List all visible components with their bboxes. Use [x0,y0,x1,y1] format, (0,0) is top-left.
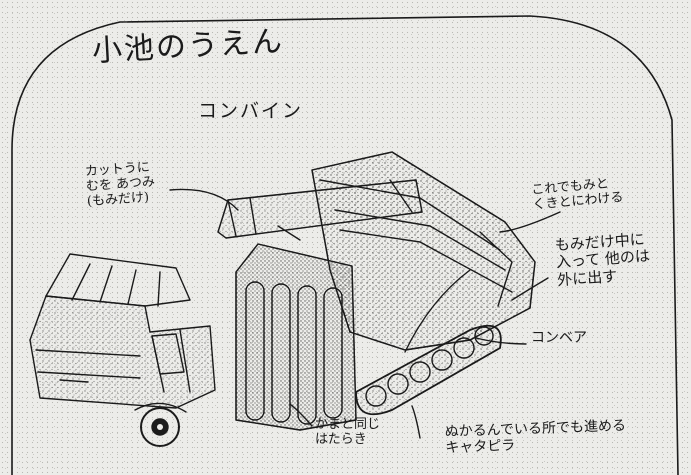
truck-drawing [29,253,216,447]
annotation-sorting: もみだけ中に 入って 他のは 外に出す [554,230,651,289]
annotation-cutter: カットうに むを あつみ (もみだけ) [84,160,157,211]
reaper-header [235,243,357,431]
annotation-sickle: かまと同じ はたらき [315,417,381,448]
annotation-crawler: ぬかるんでいる所でも進める キャタピラ [444,418,626,456]
frame-border [11,15,679,475]
annotation-line: はたらき [315,431,367,447]
leader-lines [169,188,561,439]
cutter-auger [217,179,423,241]
annotation-conveyor: コンベア [531,330,587,346]
annotation-line: かまと同じ [315,417,381,432]
truck-wheel [140,407,180,447]
crawler-track [355,324,502,416]
machine-name-label: コンバイン [198,100,304,122]
